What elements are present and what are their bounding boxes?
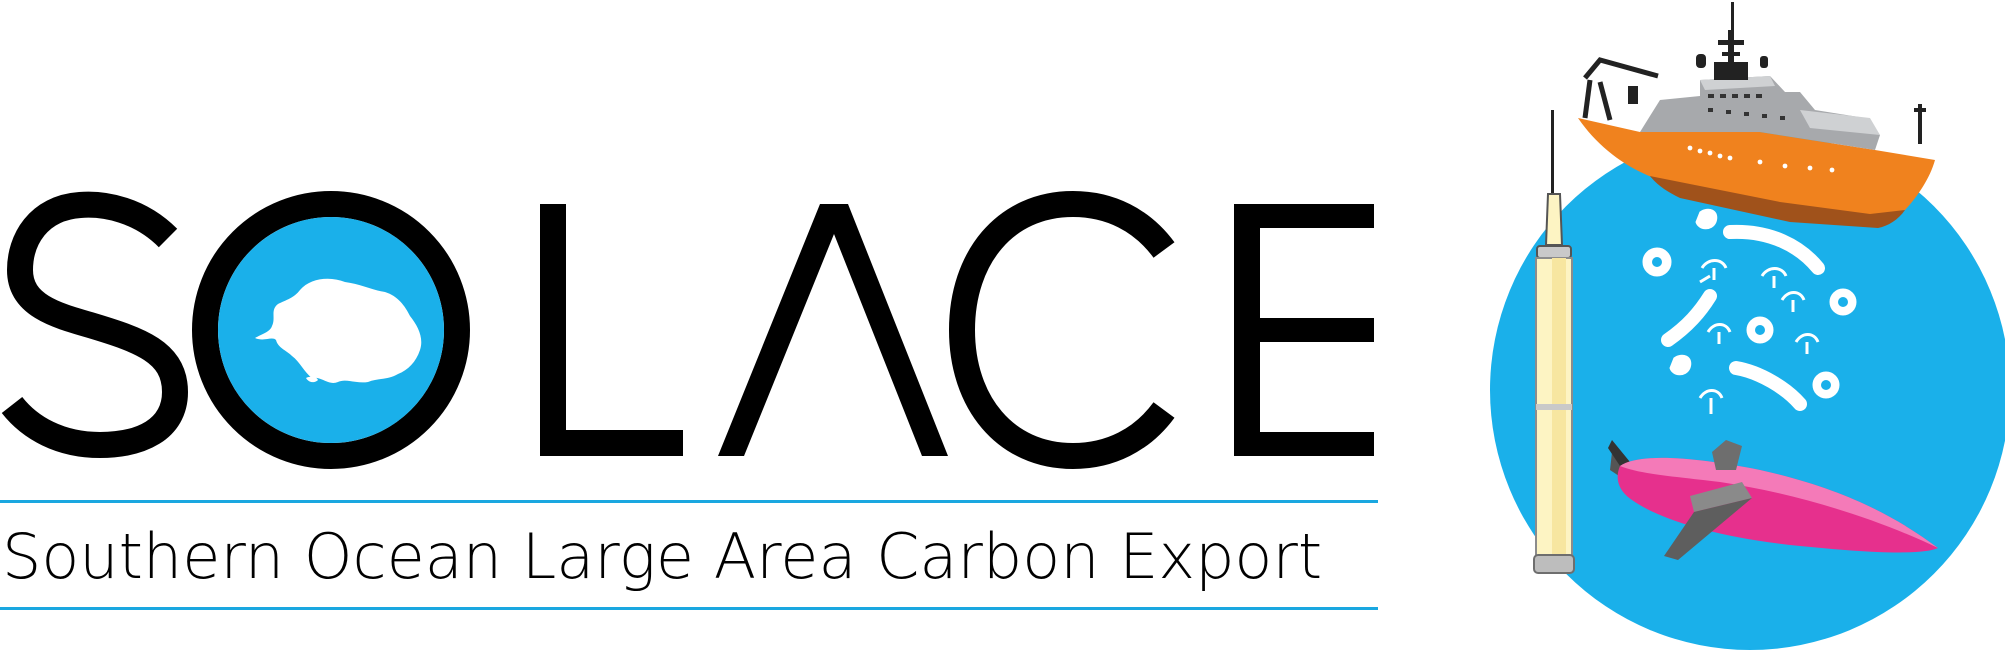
particle-pteropod <box>1794 333 1820 354</box>
wordmark-letter-s <box>1 191 189 459</box>
profiling-float-icon <box>1533 110 1575 574</box>
wordmark-letter-e <box>1234 204 1374 456</box>
particle-flower <box>1829 288 1857 316</box>
research-vessel-icon <box>1578 2 1935 228</box>
particle-pteropod <box>1698 389 1724 414</box>
particle-pteropod <box>1706 323 1732 344</box>
particle-strip <box>1661 289 1717 347</box>
particle-strip <box>1723 224 1825 275</box>
wordmark-letter-o-globe <box>192 191 470 469</box>
particle-pteropod <box>1699 259 1728 284</box>
particle-flower <box>1642 247 1672 277</box>
wordmark-letter-c <box>948 190 1175 470</box>
wordmark-letter-a <box>718 204 948 456</box>
particle-strip <box>1729 361 1807 411</box>
underwater-glider-icon <box>1608 440 1938 560</box>
particle-pteropod <box>1760 267 1788 288</box>
marine-particles-icon <box>1642 208 1857 414</box>
particle-flower <box>1812 371 1840 399</box>
particle-flower <box>1746 316 1774 344</box>
ocean-illustration <box>1490 2 2005 650</box>
antarctica-map-icon <box>255 278 422 383</box>
rule-bottom <box>0 607 1378 610</box>
particle-blob <box>1695 208 1718 230</box>
logo-subtitle: Southern Ocean Large Area Carbon Export <box>2 520 1323 593</box>
wordmark-letter-l <box>540 204 683 456</box>
rule-top <box>0 500 1378 503</box>
particle-blob <box>1669 354 1692 376</box>
particle-pteropod <box>1780 291 1806 312</box>
